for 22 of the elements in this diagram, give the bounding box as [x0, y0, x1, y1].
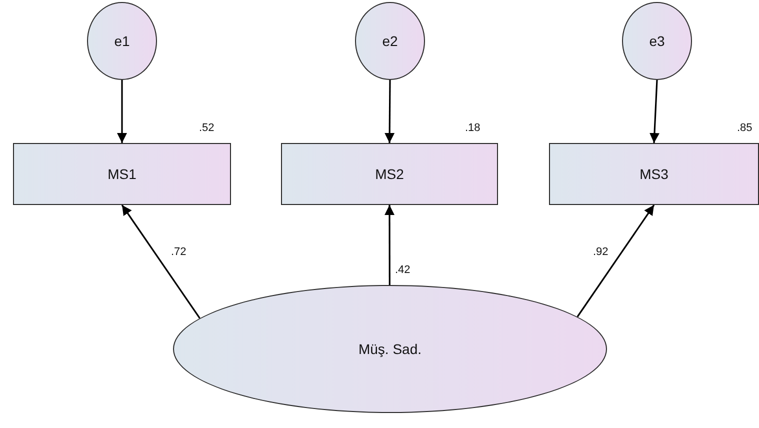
node-label: Müş. Sad. — [358, 341, 422, 357]
node-label: MS2 — [375, 166, 404, 182]
arrow — [576, 204, 655, 318]
observed-variable-box — [549, 143, 759, 205]
observed-variable-box — [281, 143, 498, 205]
edge-label: .72 — [170, 246, 188, 258]
node-label: e2 — [382, 33, 398, 49]
node-label: e1 — [114, 33, 130, 49]
observed-variable-box — [13, 143, 231, 205]
node-label: e3 — [649, 33, 665, 49]
arrow — [384, 205, 395, 285]
arrow — [384, 80, 395, 143]
node-label: MS3 — [640, 166, 668, 182]
r-squared-value: .52 — [198, 122, 216, 134]
edge-label: .42 — [394, 264, 412, 276]
arrow — [117, 80, 127, 143]
edge-label: .92 — [592, 246, 610, 258]
r-squared-value: .18 — [464, 122, 482, 134]
node-label: MS1 — [108, 166, 136, 182]
arrow — [121, 204, 200, 319]
r-squared-value: .85 — [736, 122, 754, 134]
arrow — [649, 80, 660, 144]
